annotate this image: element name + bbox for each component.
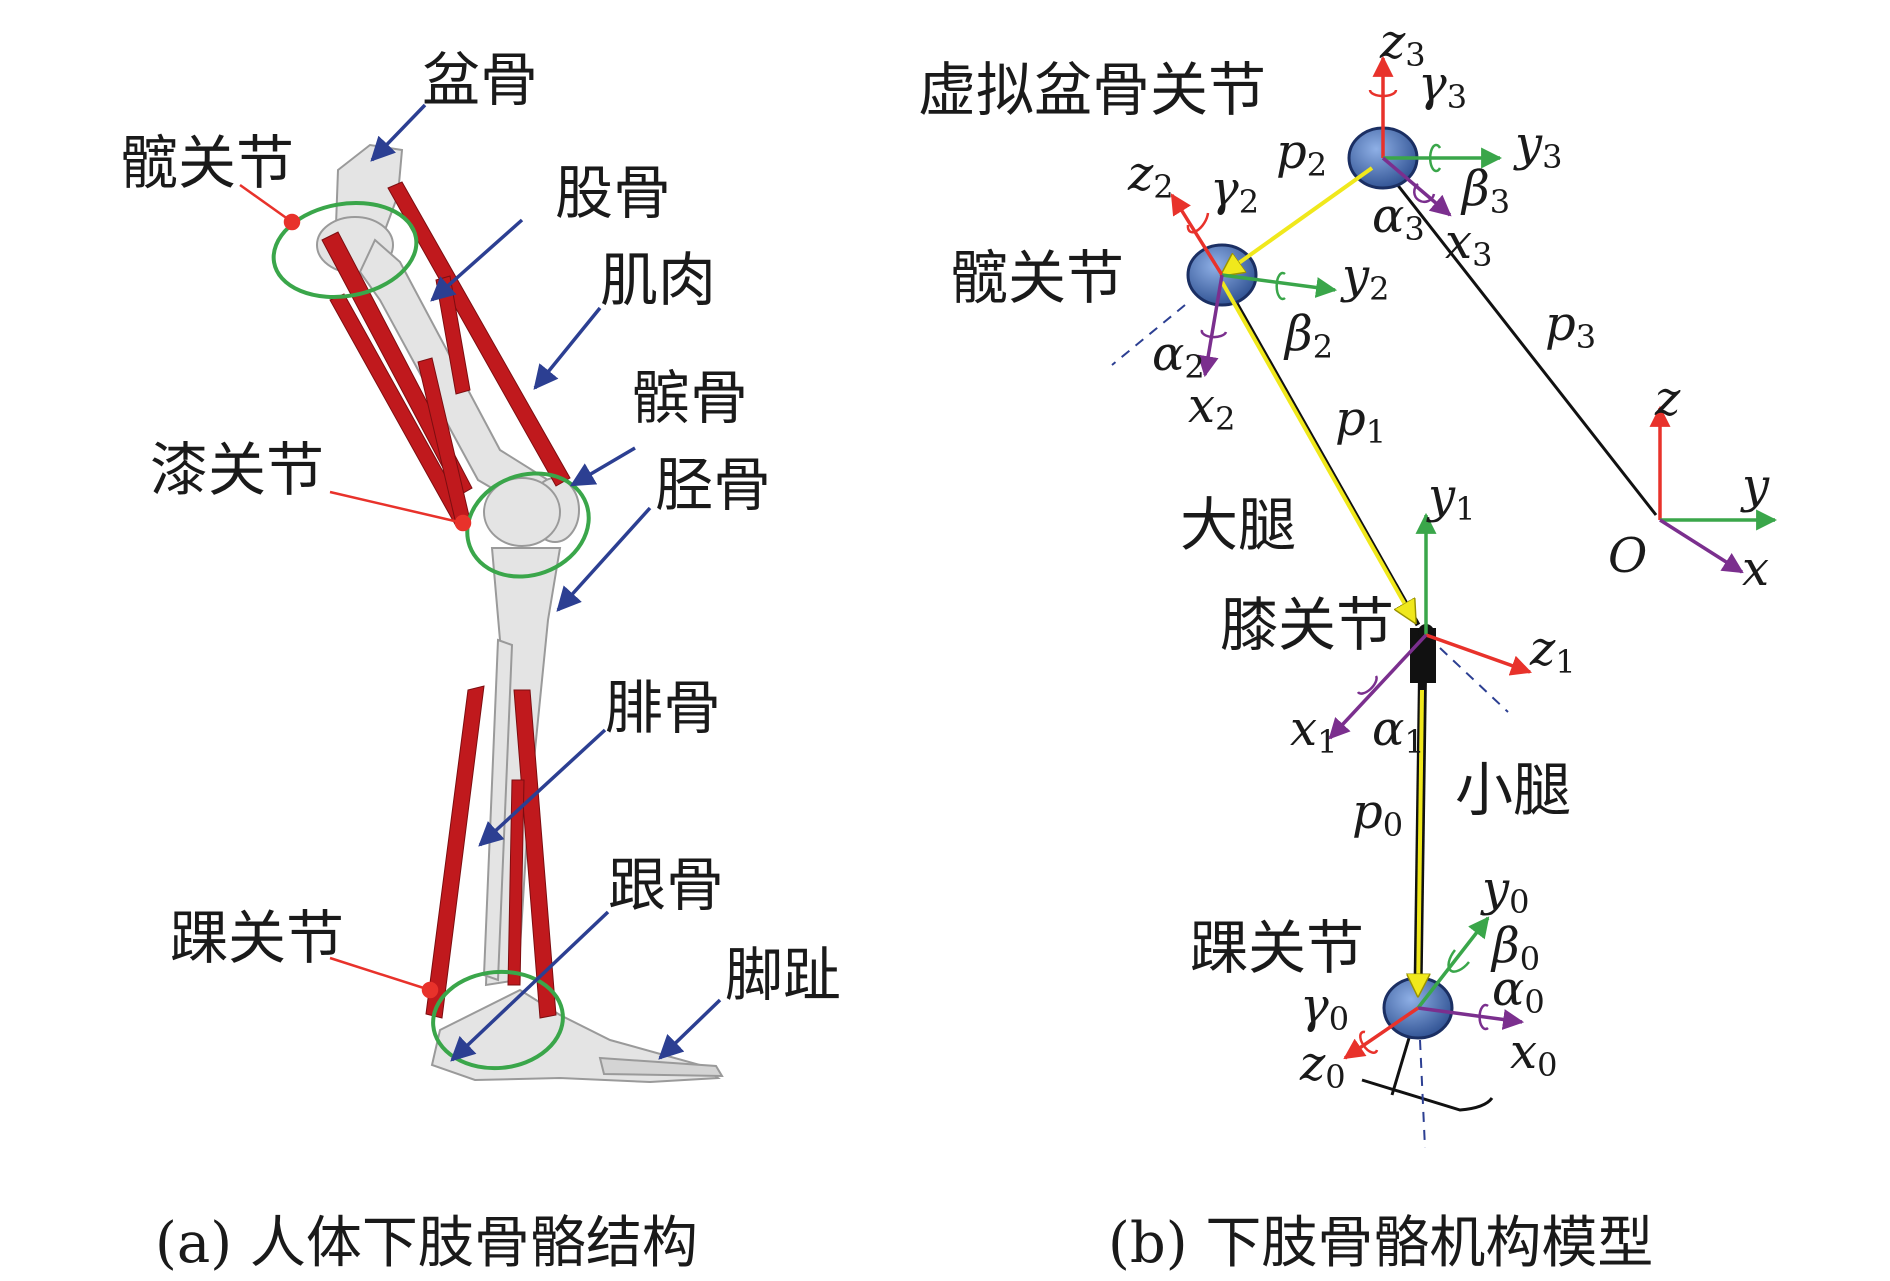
label-hip-joint: 髋关节 bbox=[120, 129, 294, 197]
joint-balls bbox=[1186, 126, 1454, 1040]
world-frame bbox=[1649, 405, 1778, 574]
foot-sole bbox=[1361, 1078, 1494, 1112]
label-knee-joint: 漆关节 bbox=[150, 436, 324, 504]
sym-y2: y2 bbox=[1340, 248, 1389, 308]
sym-alpha0: α0 bbox=[1492, 961, 1545, 1021]
label-thigh: 大腿 bbox=[1180, 491, 1296, 559]
link-pelvis bbox=[1380, 164, 1658, 516]
sym-z-world: z bbox=[1654, 371, 1681, 427]
sym-z2: z2 bbox=[1127, 146, 1174, 206]
ankle-leader-dot bbox=[421, 981, 439, 999]
label-tibia: 胫骨 bbox=[655, 451, 771, 519]
position-vectors bbox=[1220, 166, 1422, 995]
sym-z3: z3 bbox=[1379, 14, 1426, 74]
label-hip-joint-b: 髋关节 bbox=[950, 244, 1124, 312]
label-shank: 小腿 bbox=[1455, 756, 1571, 824]
hip-leader-dot bbox=[283, 213, 301, 231]
frame-0 bbox=[1343, 916, 1525, 1060]
vector-p1 bbox=[1220, 281, 1415, 622]
sym-x2: x2 bbox=[1188, 378, 1235, 438]
ankle-post bbox=[1390, 1027, 1414, 1096]
panel-a-labels: 盆骨 髋关节 股骨 肌肉 髌骨 漆关节 胫骨 腓骨 踝关节 跟骨 脚趾 bbox=[120, 46, 841, 1009]
vector-p2 bbox=[1222, 166, 1374, 275]
caption-b: (b) 下肢骨骼机构模型 bbox=[1108, 1211, 1653, 1276]
muscle-strip bbox=[507, 779, 525, 986]
panel-b-mechanism: 虚拟盆骨关节 髋关节 大腿 膝关节 小腿 踝关节 z3 γ3 y3 β3 α3 … bbox=[918, 14, 1778, 1276]
label-fibula: 腓骨 bbox=[605, 674, 721, 742]
sym-x1: x1 bbox=[1290, 701, 1337, 761]
ankle-ring bbox=[431, 969, 565, 1071]
sym-beta0: β0 bbox=[1490, 918, 1540, 978]
label-muscle: 肌肉 bbox=[600, 246, 716, 314]
label-virtual-pelvis-joint: 虚拟盆骨关节 bbox=[918, 56, 1266, 124]
fibula-bone bbox=[482, 638, 514, 982]
sym-x-world: x bbox=[1742, 541, 1769, 597]
sym-alpha2: α2 bbox=[1152, 326, 1205, 386]
frame-3 bbox=[1368, 55, 1503, 217]
sym-origin: O bbox=[1608, 528, 1647, 584]
sym-y0: y0 bbox=[1480, 861, 1529, 921]
vector-p0 bbox=[1418, 689, 1422, 995]
sym-p1: p1 bbox=[1335, 391, 1386, 451]
sym-y-world: y bbox=[1740, 458, 1770, 514]
knee-leader-dot bbox=[454, 514, 472, 532]
label-patella: 髌骨 bbox=[632, 364, 748, 432]
sym-beta3: β3 bbox=[1460, 161, 1510, 221]
sym-gamma3: γ3 bbox=[1418, 56, 1467, 116]
label-ankle-joint-b: 踝关节 bbox=[1190, 914, 1364, 982]
red-leaders bbox=[239, 183, 472, 999]
label-femur: 股骨 bbox=[555, 159, 671, 227]
panel-a-skeleton: 盆骨 髋关节 股骨 肌肉 髌骨 漆关节 胫骨 腓骨 踝关节 跟骨 脚趾 (a) … bbox=[120, 46, 841, 1276]
label-pelvis: 盆骨 bbox=[422, 46, 538, 114]
frame-1 bbox=[1328, 512, 1532, 740]
sym-p2: p2 bbox=[1276, 124, 1327, 184]
label-knee-joint-b: 膝关节 bbox=[1220, 591, 1394, 659]
sym-p0: p0 bbox=[1352, 784, 1403, 844]
dashed-axes bbox=[1111, 304, 1509, 1149]
muscles bbox=[321, 181, 571, 1019]
muscle-strip bbox=[425, 685, 485, 1019]
sym-y1: y1 bbox=[1426, 468, 1475, 528]
knee-condyle bbox=[483, 477, 561, 547]
sym-y3: y3 bbox=[1513, 116, 1562, 176]
label-calcaneus: 跟骨 bbox=[608, 851, 724, 919]
label-ankle-joint: 踝关节 bbox=[170, 904, 344, 972]
joint-rings bbox=[271, 201, 591, 1071]
hip-ring bbox=[271, 201, 419, 299]
symbols: z3 γ3 y3 β3 α3 x3 p2 p3 z2 γ2 y2 β2 α2 x… bbox=[1127, 14, 1770, 1096]
label-toe: 脚趾 bbox=[725, 941, 841, 1009]
caption-a: (a) 人体下肢骨骼结构 bbox=[155, 1211, 698, 1276]
sym-gamma2: γ2 bbox=[1210, 161, 1259, 221]
sym-alpha3: α3 bbox=[1372, 188, 1425, 248]
sym-beta2: β2 bbox=[1283, 306, 1333, 366]
sym-z0: z0 bbox=[1299, 1036, 1346, 1096]
sym-z1: z1 bbox=[1529, 621, 1576, 681]
panel-b-labels: 虚拟盆骨关节 髋关节 大腿 膝关节 小腿 踝关节 bbox=[918, 56, 1571, 982]
sym-alpha1: α1 bbox=[1372, 701, 1425, 761]
toe-bones bbox=[598, 1056, 724, 1078]
sym-p3: p3 bbox=[1545, 296, 1596, 356]
sym-x0: x0 bbox=[1510, 1024, 1557, 1084]
frame-2 bbox=[1170, 193, 1338, 378]
blue-pointers bbox=[370, 103, 722, 1062]
muscle-strip bbox=[513, 689, 557, 1019]
knee-ring bbox=[465, 471, 591, 579]
sym-x3: x3 bbox=[1445, 214, 1492, 274]
sym-gamma0: γ0 bbox=[1300, 978, 1349, 1038]
